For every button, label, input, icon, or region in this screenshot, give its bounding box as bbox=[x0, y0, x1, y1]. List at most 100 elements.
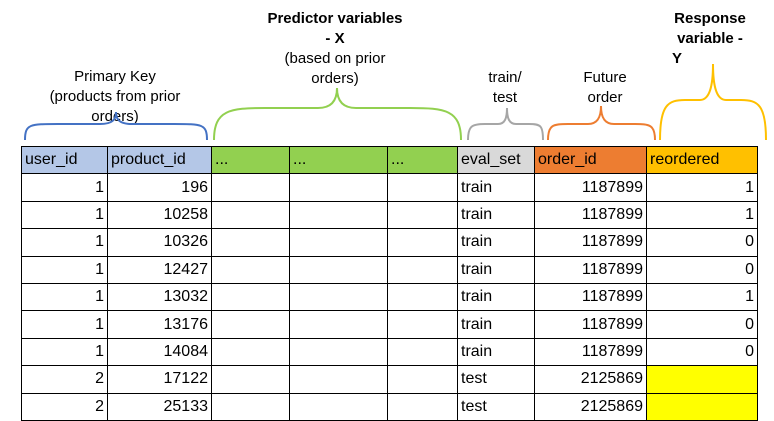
cell-predictor-3 bbox=[387, 255, 458, 284]
header-user-id: user_id bbox=[21, 145, 108, 175]
cell-order-id: 1187899 bbox=[534, 282, 647, 312]
dataset-table: user_id product_id ... ... ... eval_set … bbox=[21, 145, 758, 421]
cell-predictor-3 bbox=[387, 392, 458, 421]
future-order-line-2: order bbox=[587, 89, 623, 106]
cell-eval-set: train bbox=[457, 255, 535, 284]
future-order-brace bbox=[547, 105, 656, 141]
predictor-brace bbox=[213, 87, 462, 141]
train-test-brace bbox=[467, 107, 544, 141]
cell-product-id: 13032 bbox=[107, 282, 212, 312]
primary-key-annotation: Primary Key (products from prior orders) bbox=[25, 67, 205, 127]
response-line-1: Response bbox=[674, 10, 746, 27]
cell-reordered: 0 bbox=[646, 310, 758, 339]
cell-predictor-3 bbox=[387, 310, 458, 339]
cell-user-id: 2 bbox=[21, 392, 108, 421]
cell-reordered: 0 bbox=[646, 228, 758, 257]
cell-eval-set: train bbox=[457, 282, 535, 312]
cell-predictor-1 bbox=[211, 282, 290, 312]
future-order-line-1: Future bbox=[583, 69, 627, 86]
cell-order-id: 2125869 bbox=[534, 392, 647, 421]
cell-predictor-1 bbox=[211, 310, 290, 339]
cell-predictor-2 bbox=[289, 365, 388, 394]
cell-user-id: 2 bbox=[21, 365, 108, 394]
header-product-id: product_id bbox=[107, 145, 212, 175]
response-brace bbox=[659, 63, 767, 141]
response-line-2: variable - bbox=[677, 30, 743, 47]
cell-predictor-2 bbox=[289, 310, 388, 339]
cell-eval-set: test bbox=[457, 365, 535, 394]
train-test-line-1: train/ bbox=[488, 69, 522, 86]
cell-predictor-3 bbox=[387, 200, 458, 230]
cell-predictor-1 bbox=[211, 228, 290, 257]
cell-user-id: 1 bbox=[21, 200, 108, 230]
primary-key-line-1: Primary Key bbox=[74, 68, 156, 85]
cell-reordered: 1 bbox=[646, 200, 758, 230]
cell-user-id: 1 bbox=[21, 228, 108, 257]
cell-reordered: 1 bbox=[646, 282, 758, 312]
predictor-sub-line-2: orders) bbox=[311, 70, 359, 87]
cell-reordered: 1 bbox=[646, 173, 758, 202]
cell-user-id: 1 bbox=[21, 310, 108, 339]
cell-product-id: 12427 bbox=[107, 255, 212, 284]
cell-order-id: 1187899 bbox=[534, 228, 647, 257]
cell-reordered bbox=[646, 365, 758, 394]
header-predictor-1: ... bbox=[211, 145, 290, 175]
cell-eval-set: train bbox=[457, 228, 535, 257]
cell-order-id: 1187899 bbox=[534, 255, 647, 284]
table-header-row: user_id product_id ... ... ... eval_set … bbox=[21, 145, 758, 175]
cell-predictor-3 bbox=[387, 173, 458, 202]
predictor-annotation: Predictor variables - X (based on prior … bbox=[240, 9, 430, 89]
cell-product-id: 196 bbox=[107, 173, 212, 202]
predictor-sub-line-1: (based on prior bbox=[284, 50, 386, 67]
cell-eval-set: test bbox=[457, 392, 535, 421]
cell-order-id: 1187899 bbox=[534, 337, 647, 367]
cell-predictor-1 bbox=[211, 200, 290, 230]
predictor-title-line-1: Predictor variables bbox=[267, 10, 403, 27]
cell-predictor-2 bbox=[289, 255, 388, 284]
primary-key-brace bbox=[24, 111, 208, 141]
cell-predictor-2 bbox=[289, 200, 388, 230]
cell-user-id: 1 bbox=[21, 337, 108, 367]
cell-predictor-1 bbox=[211, 255, 290, 284]
header-predictor-3: ... bbox=[387, 145, 458, 175]
cell-predictor-2 bbox=[289, 173, 388, 202]
cell-predictor-1 bbox=[211, 365, 290, 394]
train-test-line-2: test bbox=[492, 89, 518, 106]
cell-eval-set: train bbox=[457, 310, 535, 339]
cell-predictor-1 bbox=[211, 337, 290, 367]
cell-eval-set: train bbox=[457, 337, 535, 367]
cell-predictor-1 bbox=[211, 392, 290, 421]
header-eval-set: eval_set bbox=[457, 145, 535, 175]
response-annotation: Response variable - Y bbox=[660, 9, 760, 69]
cell-predictor-2 bbox=[289, 282, 388, 312]
cell-product-id: 17122 bbox=[107, 365, 212, 394]
cell-predictor-3 bbox=[387, 228, 458, 257]
cell-order-id: 1187899 bbox=[534, 310, 647, 339]
cell-product-id: 10258 bbox=[107, 200, 212, 230]
cell-product-id: 10326 bbox=[107, 228, 212, 257]
cell-reordered: 0 bbox=[646, 337, 758, 367]
cell-user-id: 1 bbox=[21, 173, 108, 202]
cell-eval-set: train bbox=[457, 173, 535, 202]
cell-order-id: 2125869 bbox=[534, 365, 647, 394]
future-order-annotation: Future order bbox=[565, 68, 645, 108]
cell-user-id: 1 bbox=[21, 282, 108, 312]
cell-reordered: 0 bbox=[646, 255, 758, 284]
cell-predictor-2 bbox=[289, 337, 388, 367]
cell-order-id: 1187899 bbox=[534, 200, 647, 230]
cell-predictor-3 bbox=[387, 282, 458, 312]
cell-predictor-2 bbox=[289, 228, 388, 257]
cell-predictor-3 bbox=[387, 337, 458, 367]
cell-order-id: 1187899 bbox=[534, 173, 647, 202]
